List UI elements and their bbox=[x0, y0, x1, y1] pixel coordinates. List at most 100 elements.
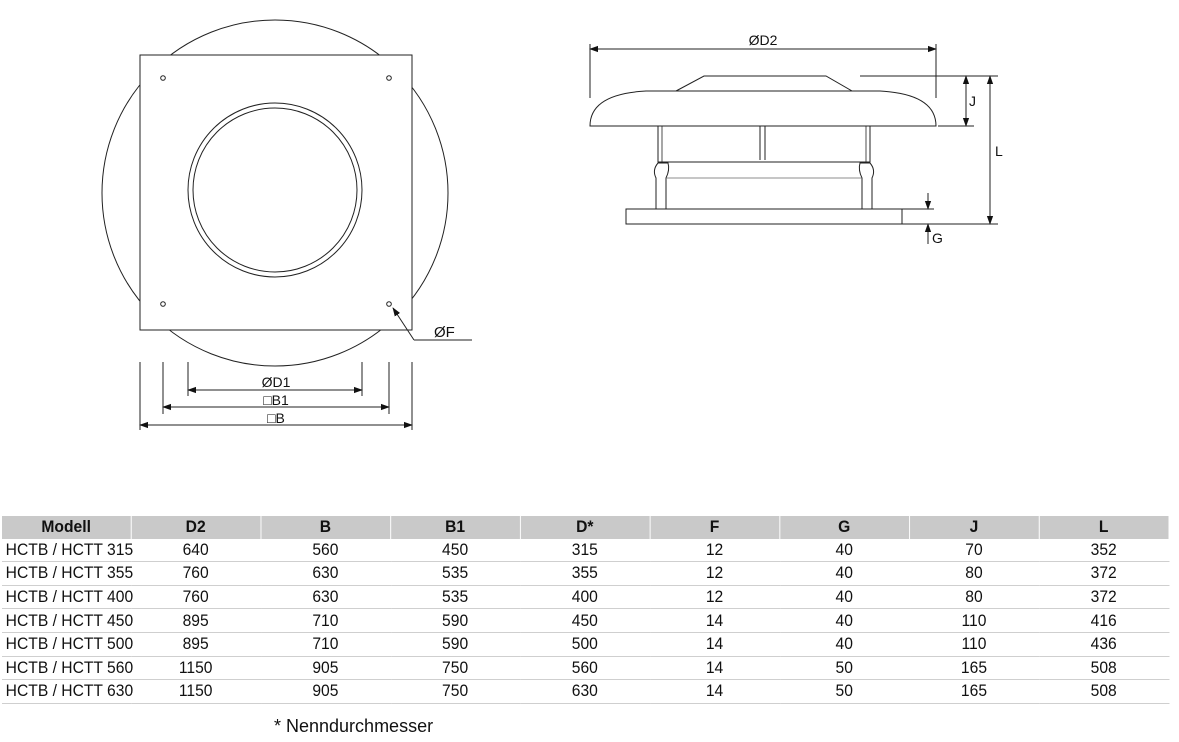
column-header-g: G bbox=[779, 516, 910, 539]
value-cell: 750 bbox=[390, 679, 521, 704]
value-cell: 535 bbox=[390, 561, 521, 586]
value-cell: 14 bbox=[649, 656, 780, 681]
value-cell: 630 bbox=[260, 561, 391, 586]
value-cell: 40 bbox=[779, 608, 910, 633]
mounting-hole-br bbox=[386, 301, 392, 307]
value-cell: 400 bbox=[519, 585, 651, 610]
column-header-modell: Modell bbox=[2, 516, 132, 539]
model-cell: HCTB / HCTT 500 bbox=[2, 632, 133, 657]
side-view bbox=[589, 44, 998, 244]
value-cell: 372 bbox=[1038, 561, 1170, 586]
right-support bbox=[858, 162, 875, 210]
footnote: * Nenndurchmesser bbox=[274, 716, 434, 736]
value-cell: 165 bbox=[909, 656, 1040, 681]
value-cell: 70 bbox=[909, 538, 1040, 563]
model-cell: HCTB / HCTT 450 bbox=[2, 608, 133, 633]
model-cell: HCTB / HCTT 355 bbox=[2, 561, 133, 586]
value-cell: 560 bbox=[519, 656, 651, 681]
value-cell: 12 bbox=[649, 538, 780, 563]
hood-cap bbox=[675, 75, 854, 92]
outer-hood-circle bbox=[101, 19, 449, 367]
value-cell: 905 bbox=[260, 656, 391, 681]
value-cell: 710 bbox=[260, 632, 391, 657]
model-cell: HCTB / HCTT 400 bbox=[2, 585, 133, 610]
label-b: □B bbox=[267, 410, 285, 426]
value-cell: 80 bbox=[909, 561, 1040, 586]
value-cell: 905 bbox=[260, 679, 391, 704]
inlet-opening-inner bbox=[192, 107, 358, 273]
value-cell: 40 bbox=[779, 585, 910, 610]
value-cell: 352 bbox=[1038, 538, 1170, 563]
value-cell: 760 bbox=[130, 585, 261, 610]
column-header-dstar: D* bbox=[519, 516, 651, 539]
mounting-hole-bl bbox=[160, 301, 166, 307]
column-header-b: B bbox=[260, 516, 391, 539]
model-cell: HCTB / HCTT 315 bbox=[2, 538, 133, 563]
value-cell: 372 bbox=[1038, 585, 1170, 610]
label-d1: ØD1 bbox=[262, 374, 291, 390]
value-cell: 508 bbox=[1038, 656, 1170, 681]
value-cell: 12 bbox=[649, 561, 780, 586]
mounting-hole-tr bbox=[386, 75, 392, 81]
value-cell: 355 bbox=[519, 561, 651, 586]
base-plate bbox=[139, 54, 413, 331]
value-cell: 895 bbox=[130, 632, 261, 657]
column-header-d2: D2 bbox=[130, 516, 261, 539]
label-d2: ØD2 bbox=[749, 32, 778, 48]
label-j: J bbox=[969, 93, 976, 109]
motor-housing bbox=[657, 125, 871, 163]
value-cell: 895 bbox=[130, 608, 261, 633]
value-cell: 630 bbox=[519, 679, 651, 704]
value-cell: 416 bbox=[1038, 608, 1170, 633]
inlet-opening-outer bbox=[187, 102, 363, 278]
model-cell: HCTB / HCTT 630 bbox=[2, 679, 133, 704]
value-cell: 750 bbox=[390, 656, 521, 681]
value-cell: 560 bbox=[260, 538, 391, 563]
column-header-f: F bbox=[649, 516, 780, 539]
label-b1: □B1 bbox=[263, 392, 289, 408]
value-cell: 508 bbox=[1038, 679, 1170, 704]
label-l: L bbox=[995, 143, 1003, 159]
value-cell: 590 bbox=[390, 632, 521, 657]
left-support bbox=[653, 162, 670, 210]
value-cell: 14 bbox=[649, 679, 780, 704]
label-g: G bbox=[932, 230, 943, 246]
value-cell: 760 bbox=[130, 561, 261, 586]
label-f: ØF bbox=[434, 324, 455, 341]
base-flange bbox=[625, 208, 903, 225]
value-cell: 14 bbox=[649, 632, 780, 657]
value-cell: 500 bbox=[519, 632, 651, 657]
model-cell: HCTB / HCTT 560 bbox=[2, 656, 133, 681]
value-cell: 450 bbox=[390, 538, 521, 563]
value-cell: 40 bbox=[779, 561, 910, 586]
value-cell: 165 bbox=[909, 679, 1040, 704]
value-cell: 1150 bbox=[130, 679, 261, 704]
mounting-hole-tl bbox=[160, 75, 166, 81]
column-header-b1: B1 bbox=[390, 516, 521, 539]
value-cell: 40 bbox=[779, 538, 910, 563]
value-cell: 450 bbox=[519, 608, 651, 633]
value-cell: 50 bbox=[779, 679, 910, 704]
value-cell: 40 bbox=[779, 632, 910, 657]
value-cell: 12 bbox=[649, 585, 780, 610]
value-cell: 590 bbox=[390, 608, 521, 633]
column-header-l: L bbox=[1038, 516, 1170, 539]
value-cell: 14 bbox=[649, 608, 780, 633]
value-cell: 110 bbox=[909, 608, 1040, 633]
column-header-j: J bbox=[909, 516, 1040, 539]
technical-drawing: ØD1 □B1 □B ØF ØD2 J L bbox=[101, 19, 1003, 430]
value-cell: 640 bbox=[130, 538, 261, 563]
value-cell: 50 bbox=[779, 656, 910, 681]
value-cell: 436 bbox=[1038, 632, 1170, 657]
hood bbox=[589, 90, 937, 127]
value-cell: 315 bbox=[519, 538, 651, 563]
